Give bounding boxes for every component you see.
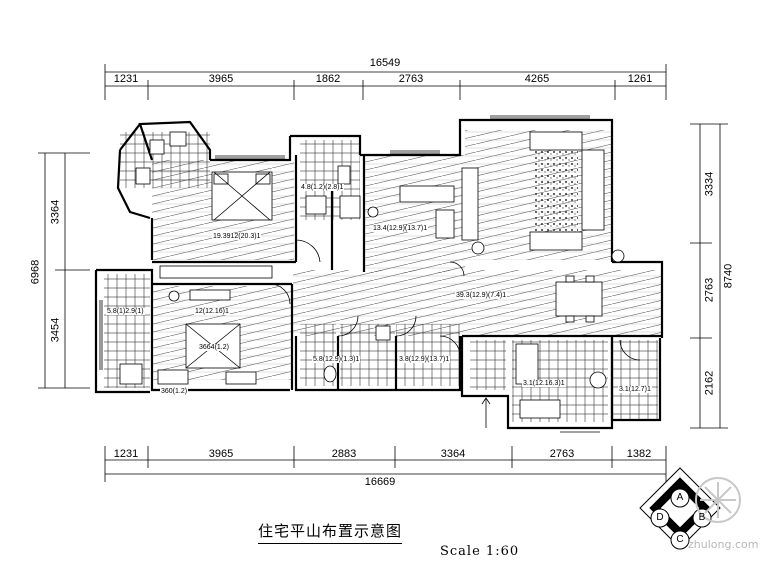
- compass-letter-c: C: [676, 534, 684, 545]
- room-label-bed-2-area: 3664(1.2): [198, 344, 230, 351]
- left-dimension-lines: [38, 152, 90, 389]
- watermark-text: zhulong.com: [688, 538, 759, 551]
- top-dimension-6: 1261: [627, 73, 653, 85]
- left-dimension-1: 3364: [49, 199, 62, 225]
- windows: [99, 115, 600, 433]
- compass-letter-d: D: [656, 512, 664, 523]
- room-label-balcony: 3.1(12.7)1: [618, 386, 652, 393]
- bottom-dimension-lines: [104, 446, 667, 482]
- top-total-dimension: 16549: [369, 57, 401, 69]
- room-label-bath-3: 3.8(12.9)(13.7)1: [398, 356, 451, 363]
- bottom-dimension-5: 2763: [549, 448, 575, 460]
- left-dimension-2: 3454: [49, 317, 62, 343]
- right-dimension-lines: [690, 123, 728, 429]
- top-dimension-2: 3965: [208, 73, 234, 85]
- right-dimension-3: 2162: [703, 370, 716, 396]
- room-label-kitchen: 3.1(12.16.3)1: [522, 380, 566, 387]
- bottom-dimension-4: 3364: [440, 448, 466, 460]
- bottom-dimension-2: 3965: [208, 448, 234, 460]
- right-dimension-2: 2763: [703, 277, 716, 303]
- room-label-bath-2: 5.8(12.9)(1.3)1: [312, 356, 361, 363]
- compass-letter-a: A: [676, 492, 684, 503]
- room-label-living: 39.3(12.9)(7.4)1: [455, 292, 508, 299]
- room-label-left-room: 5.8(1)2.9(1): [106, 308, 145, 315]
- right-dimension-1: 3334: [703, 171, 716, 197]
- room-label-bottom-left: 360(1.2): [160, 388, 189, 395]
- walls: [94, 118, 664, 430]
- furniture: [119, 131, 641, 428]
- top-dimension-3: 1862: [315, 73, 341, 85]
- room-label-bedroom-2: 12(12.16)1: [194, 308, 230, 315]
- bottom-dimension-1: 1231: [113, 448, 139, 460]
- top-dimension-5: 4265: [524, 73, 550, 85]
- top-dimension-lines: [104, 64, 667, 100]
- watermark-logo: [695, 477, 741, 523]
- bottom-total-dimension: 16669: [364, 476, 396, 488]
- bottom-dimension-3: 2883: [331, 448, 357, 460]
- room-label-master-bedroom: 19.3912(20.3)1: [212, 233, 262, 240]
- drawing-title: 住宅平山布置示意图: [258, 520, 403, 544]
- top-dimension-4: 2763: [398, 73, 424, 85]
- room-label-bath-1: 4.8(1.2)(2.8)1: [300, 184, 345, 191]
- top-dimension-1: 1231: [113, 73, 139, 85]
- left-total-dimension: 6968: [29, 259, 42, 285]
- room-label-study: 13.4(12.9)(13.7)1: [372, 225, 429, 232]
- drawing-scale: Scale 1:60: [440, 544, 520, 559]
- bottom-dimension-6: 1382: [626, 448, 652, 460]
- compass-letter-b: B: [698, 512, 706, 523]
- right-total-dimension: 8740: [722, 263, 735, 289]
